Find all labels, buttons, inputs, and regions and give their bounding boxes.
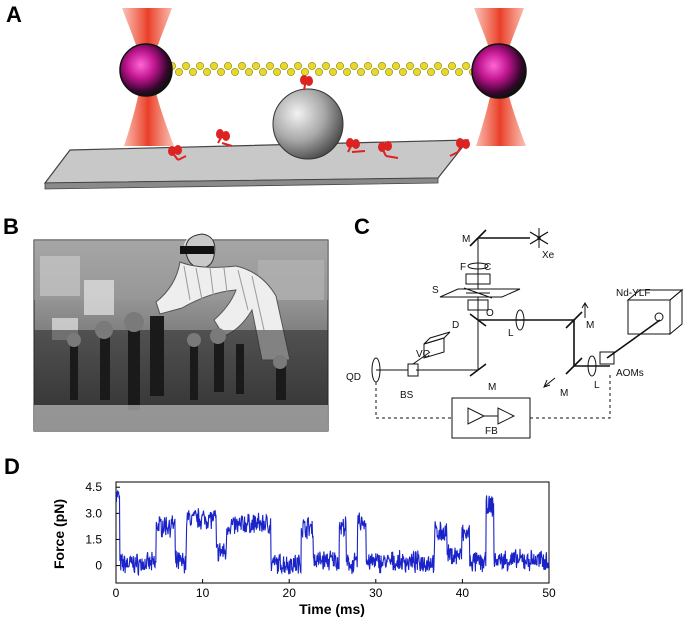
force-chart: 0 10 20 30 40 50 4.5 3.0 1.5 0 Time (ms) Force (p… — [51, 480, 556, 617]
label-m-right: M — [586, 320, 594, 331]
y-tick-label: 4.5 — [85, 480, 102, 494]
label-xe: Xe — [542, 250, 555, 261]
x-tick-label: 30 — [369, 586, 383, 600]
label-fb: FB — [485, 426, 498, 437]
optics-schematic — [371, 228, 684, 439]
panel-a-illustration — [43, 8, 527, 190]
panel-label-b: B — [3, 214, 19, 239]
y-tick-label: 1.5 — [85, 532, 102, 546]
myosin-molecules — [168, 75, 470, 161]
label-d: D — [452, 320, 459, 331]
y-tick-label: 3.0 — [85, 506, 102, 520]
coverslip-surface — [43, 139, 470, 184]
panel-label-a: A — [6, 2, 22, 27]
pedestal-sphere — [272, 88, 344, 160]
panel-label-c: C — [354, 214, 370, 239]
label-o: O — [486, 308, 494, 319]
y-tick-label: 0 — [95, 559, 102, 573]
x-axis-label: Time (ms) — [299, 601, 365, 617]
trapped-bead-left — [119, 43, 173, 97]
label-m-top: M — [462, 234, 470, 245]
label-f: F — [460, 262, 466, 273]
actin-filament — [168, 62, 477, 76]
label-l2: L — [594, 380, 600, 391]
x-tick-label: 10 — [196, 586, 210, 600]
plot-frame — [115, 481, 550, 584]
label-l1: L — [508, 328, 514, 339]
label-c: C — [484, 262, 491, 273]
label-qd: QD — [346, 372, 361, 383]
coverslip-edge — [44, 177, 439, 190]
lab-photograph — [33, 233, 329, 432]
label-ndylf: Nd-YLF — [616, 288, 650, 299]
label-vc: VC — [416, 349, 430, 360]
label-m-lower: M — [560, 388, 568, 399]
label-bs: BS — [400, 390, 414, 401]
force-trace-line — [115, 489, 550, 577]
x-tick-label: 40 — [456, 586, 470, 600]
label-s: S — [432, 285, 439, 296]
panel-label-d: D — [4, 454, 20, 479]
x-tick-label: 0 — [113, 586, 120, 600]
optics-labels: Xe M F C S O D L M Nd-YLF VC QD BS M M L… — [346, 234, 650, 437]
y-axis-label: Force (pN) — [51, 499, 67, 569]
x-tick-label: 50 — [542, 586, 556, 600]
label-aoms: AOMs — [616, 368, 644, 379]
trapped-bead-right — [471, 43, 527, 99]
label-m-bottom: M — [488, 382, 496, 393]
x-tick-label: 20 — [283, 586, 297, 600]
